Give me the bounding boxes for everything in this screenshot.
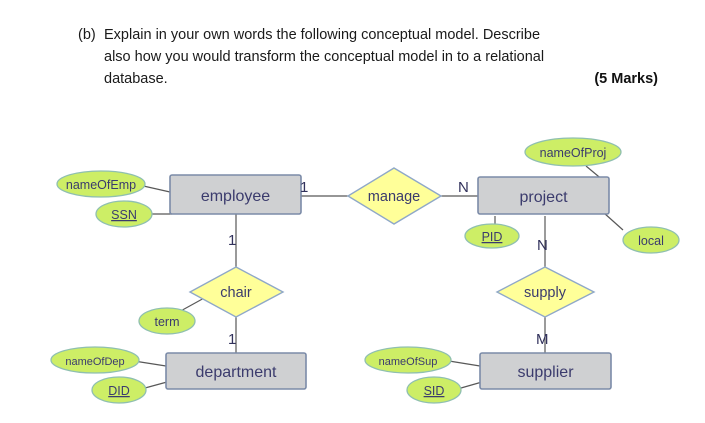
attribute-nameOfSup[interactable]: nameOfSup [364,346,452,374]
attribute-nameOfEmp-ellipse[interactable] [56,170,146,198]
attribute-PID[interactable]: PID [464,223,520,249]
attribute-nameOfProj-ellipse[interactable] [524,137,622,167]
attribute-SID-label: SID [424,384,445,398]
edge-local-project [603,212,624,231]
cardinality-labels: 1 N 1 1 N M [228,179,549,348]
attribute-term[interactable]: term [138,307,196,335]
entity-employee[interactable]: employee [169,174,302,215]
attribute-nameOfProj[interactable]: nameOfProj [524,137,622,167]
question-text-block: (b) Explain in your own words the follow… [78,24,678,90]
question-marks: (5 Marks) [594,71,658,87]
question-label: (b) [78,27,96,43]
attribute-SID-ellipse[interactable] [406,376,462,404]
entity-project[interactable]: project [477,176,610,215]
attribute-local-label: local [638,234,664,248]
cardinality-chair-department: 1 [228,331,236,348]
attribute-nameOfEmp[interactable]: nameOfEmp [56,170,146,198]
entity-employee-label: employee [201,188,270,205]
attribute-nameOfDep-ellipse[interactable] [50,346,140,374]
entity-supplier[interactable]: supplier [479,352,612,390]
attribute-local-ellipse[interactable] [622,226,680,254]
attribute-nameOfSup-ellipse[interactable] [364,346,452,374]
attribute-term-label: term [155,315,180,329]
attribute-PID-ellipse[interactable] [464,223,520,249]
attribute-DID-label: DID [108,384,130,398]
attribute-local[interactable]: local [622,226,680,254]
attribute-nameOfDep-label: nameOfDep [65,356,124,368]
relationship-chair-diamond[interactable] [188,266,285,318]
attribute-term-ellipse[interactable] [138,307,196,335]
question-line-3: database. [104,71,168,87]
entity-department-label: department [196,364,277,381]
edge-nameOfSup-supplier [448,360,481,367]
attribute-nameOfSup-label: nameOfSup [379,356,438,368]
cardinality-employee-chair: 1 [228,232,236,249]
entity-employee-box[interactable] [169,174,302,215]
attribute-PID-label: PID [482,230,503,244]
attribute-SSN-label: SSN [111,208,137,222]
entity-supplier-box[interactable] [479,352,612,390]
entity-department-box[interactable] [165,352,307,390]
edge-DID-department [144,381,168,389]
relationship-supply-diamond[interactable] [495,266,596,318]
cardinality-supply-supplier: M [536,331,549,348]
attribute-DID-ellipse[interactable] [91,376,147,404]
entity-supplier-label: supplier [517,364,574,381]
attribute-SID[interactable]: SID [406,376,462,404]
attribute-SSN[interactable]: SSN [95,200,153,228]
relationship-chair[interactable]: chair [188,266,285,318]
connector-lines [133,165,624,389]
attribute-nameOfEmp-label: nameOfEmp [66,178,136,192]
question-line-2: also how you would transform the concept… [104,49,545,65]
relationship-supply-label: supply [524,285,567,301]
entity-project-box[interactable] [477,176,610,215]
cardinality-manage-project: N [458,179,469,196]
entity-project-label: project [519,189,568,206]
attribute-DID[interactable]: DID [91,376,147,404]
entity-department[interactable]: department [165,352,307,390]
relationship-chair-label: chair [220,285,252,301]
relationship-manage-diamond[interactable] [346,167,443,225]
edge-nameOfDep-department [133,360,167,367]
attribute-nameOfProj-label: nameOfProj [540,146,607,160]
relationship-manage-label: manage [368,189,420,205]
cardinality-project-supply: N [537,237,548,254]
question-line-1: Explain in your own words the following … [104,27,541,43]
relationship-supply[interactable]: supply [495,266,596,318]
relationship-manage[interactable]: manage [346,167,443,225]
attribute-nameOfDep[interactable]: nameOfDep [50,346,140,374]
edge-SID-supplier [460,381,483,389]
cardinality-employee-manage: 1 [300,179,308,196]
attribute-SSN-ellipse[interactable] [95,200,153,228]
